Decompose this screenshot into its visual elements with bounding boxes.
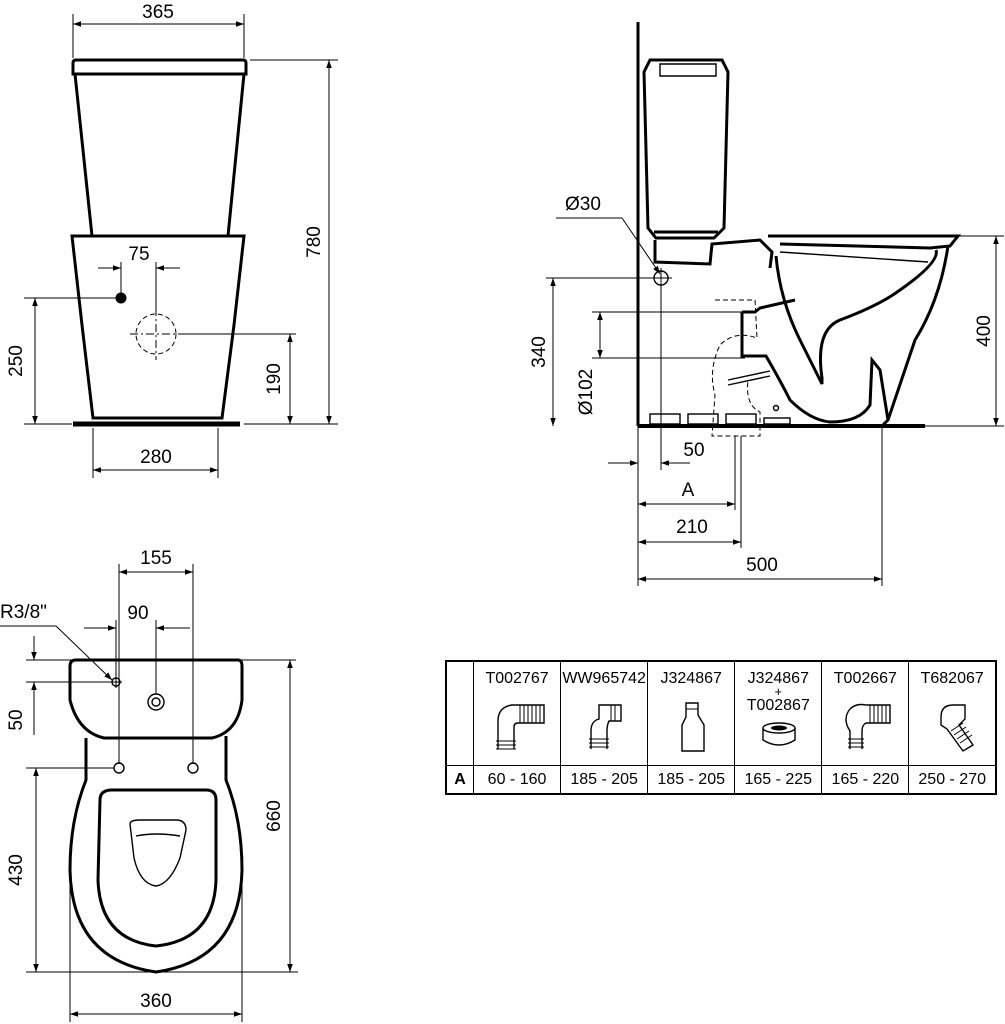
fitting-code: J324867 <box>660 670 722 687</box>
pan-connector-table: T002767 WW965742 J324867 J324867 <box>445 660 997 795</box>
dim-660-label: 660 <box>264 800 285 832</box>
fitting-cell-3: J324867 <box>647 660 736 766</box>
top-view: 155 90 R3/8" 50 430 660 360 <box>0 548 298 1022</box>
dim-50-top-label: 50 <box>6 709 27 730</box>
long-elbow-connector-icon <box>845 703 892 749</box>
dim-430-label: 430 <box>6 854 27 886</box>
front-view: 365 780 75 250 190 280 <box>6 2 338 478</box>
straight-offset-connector-icon <box>681 702 705 752</box>
dim-75-label: 75 <box>128 244 149 265</box>
dim-50-side-label: 50 <box>683 440 704 461</box>
dim-360-label: 360 <box>140 991 172 1012</box>
table-row-ranges: A 60 - 160 185 - 205 185 - 205 165 - 225… <box>445 765 997 795</box>
range-cell-6: 250 - 270 <box>908 765 997 795</box>
fitting-cell-1: T002767 <box>472 660 562 766</box>
dim-280-label: 280 <box>140 447 172 468</box>
range-cell-5: 165 - 220 <box>821 765 910 795</box>
dim-365-label: 365 <box>142 2 174 23</box>
dim-d102-label: Ø102 <box>576 369 597 415</box>
dim-90-label: 90 <box>127 603 148 624</box>
elbow-pan-connector-icon <box>496 704 545 750</box>
dim-780-label: 780 <box>304 226 325 258</box>
dim-500-label: 500 <box>746 555 778 576</box>
dim-d30-label: Ø30 <box>565 194 601 215</box>
dim-a-label: A <box>682 480 695 501</box>
fitting-cell-2: WW965742 <box>560 660 649 766</box>
fitting-code: J324867 <box>747 670 809 687</box>
fitting-code-secondary: T002867 <box>746 697 810 714</box>
fitting-code: T002767 <box>485 670 549 687</box>
fitting-cell-4: J324867 + T002867 <box>734 660 823 766</box>
offset-pan-connector-icon <box>589 704 622 749</box>
flexible-connector-icon <box>940 704 975 752</box>
fitting-code: T682067 <box>920 670 984 687</box>
row-label-a: A <box>445 765 474 795</box>
table-row-codes: T002767 WW965742 J324867 J324867 <box>445 660 997 766</box>
side-view: Ø30 340 Ø102 400 50 A 210 500 <box>529 22 1004 586</box>
plus-sign: + <box>774 684 783 699</box>
thread-label: R3/8" <box>0 602 47 623</box>
fitting-code: WW965742 <box>562 670 646 687</box>
range-cell-3: 185 - 205 <box>647 765 736 795</box>
fitting-cell-5: T002667 <box>821 660 910 766</box>
range-cell-4: 165 - 225 <box>734 765 823 795</box>
range-cell-1: 60 - 160 <box>472 765 562 795</box>
dim-190-label: 190 <box>264 363 285 395</box>
fitting-cell-6: T682067 <box>908 660 997 766</box>
fitting-code: T002667 <box>833 670 897 687</box>
dim-210-label: 210 <box>676 517 708 538</box>
range-cell-2: 185 - 205 <box>560 765 649 795</box>
table-corner-cell <box>445 660 474 766</box>
dim-250-label: 250 <box>6 345 27 377</box>
connector-with-seal-icon <box>762 722 796 746</box>
dim-400-label: 400 <box>974 315 995 347</box>
dim-340-label: 340 <box>529 336 550 368</box>
dim-155-label: 155 <box>140 548 172 569</box>
